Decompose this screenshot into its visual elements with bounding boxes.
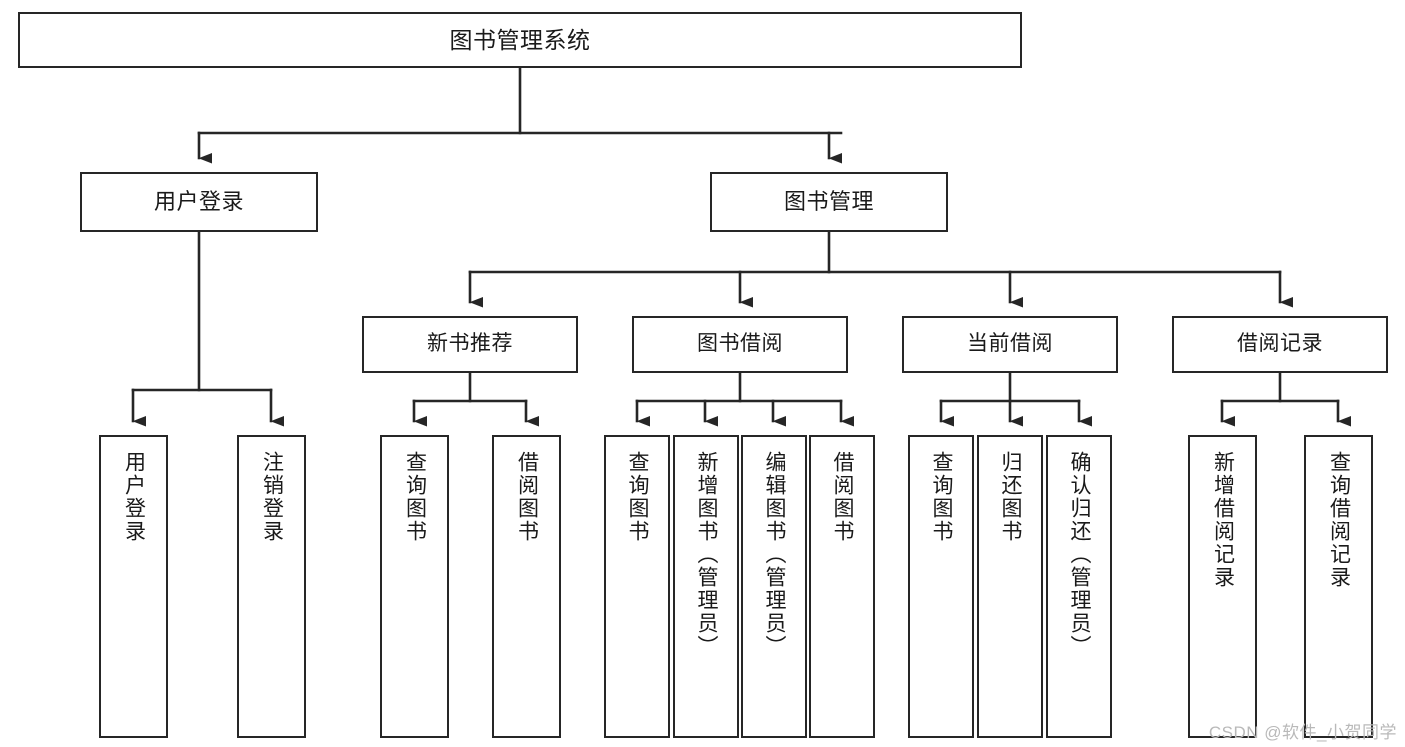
node-user-login[interactable]: 用户登录 bbox=[80, 172, 318, 232]
leaf-book-borrow-add[interactable]: 新增图书（管理员） bbox=[673, 435, 739, 738]
leaf-current-borrow-query-label: 查询图书 bbox=[930, 451, 954, 543]
leaf-book-borrow-query-label: 查询图书 bbox=[626, 451, 650, 543]
node-book-borrow[interactable]: 图书借阅 bbox=[632, 316, 848, 373]
leaf-current-borrow-return[interactable]: 归还图书 bbox=[977, 435, 1043, 738]
node-borrow-record[interactable]: 借阅记录 bbox=[1172, 316, 1388, 373]
node-book-management[interactable]: 图书管理 bbox=[710, 172, 948, 232]
leaf-book-borrow-query[interactable]: 查询图书 bbox=[604, 435, 670, 738]
leaf-book-borrow-borrow[interactable]: 借阅图书 bbox=[809, 435, 875, 738]
node-root-book-management-system[interactable]: 图书管理系统 bbox=[18, 12, 1022, 68]
node-book-management-label: 图书管理 bbox=[783, 189, 874, 215]
node-user-login-label: 用户登录 bbox=[153, 189, 244, 215]
node-new-book-recommend[interactable]: 新书推荐 bbox=[362, 316, 578, 373]
leaf-user-login-login-label: 用户登录 bbox=[122, 451, 146, 543]
leaf-user-login-login[interactable]: 用户登录 bbox=[99, 435, 168, 738]
leaf-new-book-borrow[interactable]: 借阅图书 bbox=[492, 435, 561, 738]
leaf-book-borrow-edit[interactable]: 编辑图书（管理员） bbox=[741, 435, 807, 738]
leaf-book-borrow-edit-label: 编辑图书（管理员） bbox=[763, 451, 787, 658]
leaf-new-book-query[interactable]: 查询图书 bbox=[380, 435, 449, 738]
leaf-new-book-borrow-label: 借阅图书 bbox=[515, 451, 539, 543]
leaf-book-borrow-add-label: 新增图书（管理员） bbox=[695, 451, 719, 658]
leaf-current-borrow-query[interactable]: 查询图书 bbox=[908, 435, 974, 738]
leaf-borrow-record-query[interactable]: 查询借阅记录 bbox=[1304, 435, 1373, 738]
leaf-user-login-logout-label: 注销登录 bbox=[260, 451, 284, 543]
node-root-label: 图书管理系统 bbox=[449, 26, 591, 53]
leaf-current-borrow-confirm-return-label: 确认归还（管理员） bbox=[1068, 451, 1092, 658]
node-current-borrow-label: 当前借阅 bbox=[967, 332, 1053, 356]
leaf-current-borrow-confirm-return[interactable]: 确认归还（管理员） bbox=[1046, 435, 1112, 738]
node-borrow-record-label: 借阅记录 bbox=[1237, 332, 1323, 356]
node-new-book-recommend-label: 新书推荐 bbox=[427, 332, 513, 356]
node-book-borrow-label: 图书借阅 bbox=[697, 332, 783, 356]
leaf-current-borrow-return-label: 归还图书 bbox=[999, 451, 1023, 543]
leaf-book-borrow-borrow-label: 借阅图书 bbox=[831, 451, 855, 543]
leaf-borrow-record-add-label: 新增借阅记录 bbox=[1211, 451, 1235, 589]
leaf-borrow-record-add[interactable]: 新增借阅记录 bbox=[1188, 435, 1257, 738]
node-current-borrow[interactable]: 当前借阅 bbox=[902, 316, 1118, 373]
leaf-user-login-logout[interactable]: 注销登录 bbox=[237, 435, 306, 738]
leaf-new-book-query-label: 查询图书 bbox=[403, 451, 427, 543]
leaf-borrow-record-query-label: 查询借阅记录 bbox=[1327, 451, 1351, 589]
